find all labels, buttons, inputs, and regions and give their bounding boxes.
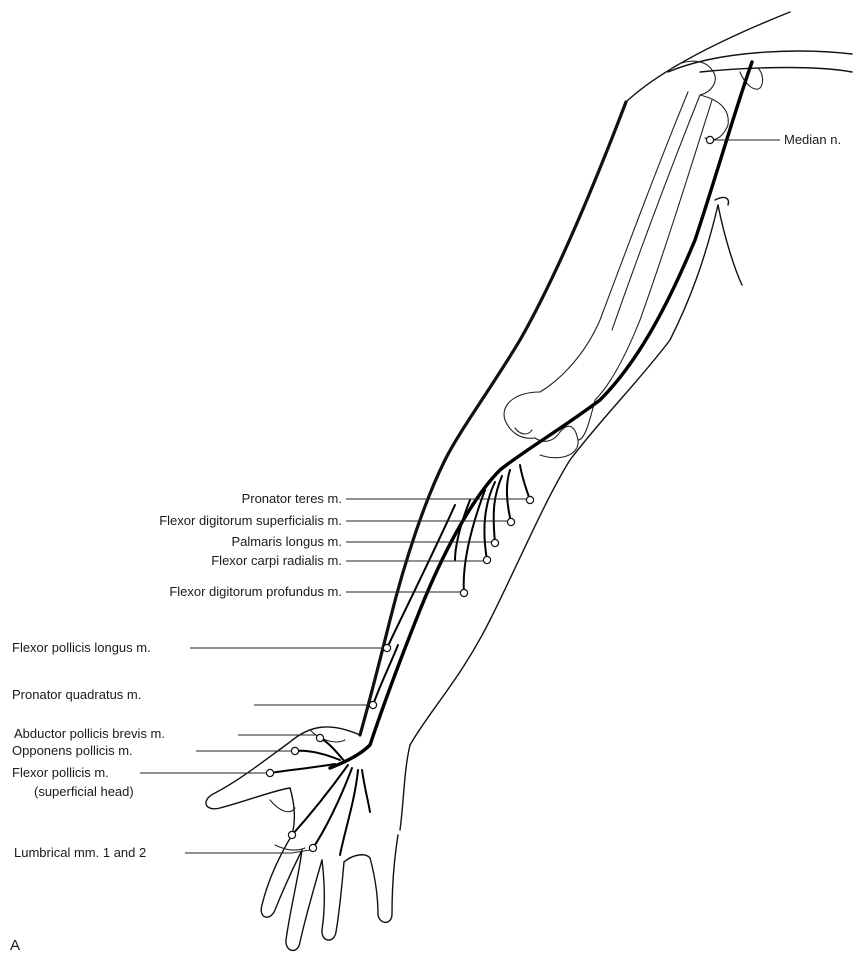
dot-fdp [460, 589, 467, 596]
dot-fds [507, 518, 514, 525]
hand-outline [206, 727, 410, 951]
label-fdp: Flexor digitorum profundus m. [169, 584, 342, 599]
dot-fcr [483, 556, 490, 563]
label-median-nerve: Median n. [784, 132, 841, 147]
label-fcr: Flexor carpi radialis m. [211, 553, 342, 568]
arm-outline [360, 12, 852, 745]
dot-lumbrical-1 [288, 831, 295, 838]
label-fpb-line1: Flexor pollicis m. [12, 765, 109, 780]
label-palmaris-longus: Palmaris longus m. [231, 534, 342, 549]
panel-letter: A [10, 937, 20, 954]
dot-lumbrical-2 [309, 844, 316, 851]
label-lumbricals: Lumbrical mm. 1 and 2 [14, 845, 146, 860]
dot-pronator-teres [526, 496, 533, 503]
leader-lines [140, 140, 780, 853]
dot-apb [316, 734, 323, 741]
label-pronator-teres: Pronator teres m. [242, 491, 342, 506]
dot-fpl [383, 644, 390, 651]
bones [504, 61, 763, 457]
label-fpl: Flexor pollicis longus m. [12, 640, 151, 655]
label-pronator-quadratus: Pronator quadratus m. [12, 687, 141, 702]
label-fds: Flexor digitorum superficialis m. [159, 513, 342, 528]
dot-palmaris-longus [491, 539, 498, 546]
dot-median [706, 136, 713, 143]
label-fpb-line2: (superficial head) [34, 784, 134, 799]
dot-fpb [266, 769, 273, 776]
label-apb: Abductor pollicis brevis m. [14, 726, 165, 741]
labels: Median n. Pronator teres m. Flexor digit… [10, 132, 841, 954]
median-nerve-trunk [330, 62, 752, 768]
label-opponens: Opponens pollicis m. [12, 743, 133, 758]
dot-pronator-quadratus [369, 701, 376, 708]
dot-opponens [291, 747, 298, 754]
